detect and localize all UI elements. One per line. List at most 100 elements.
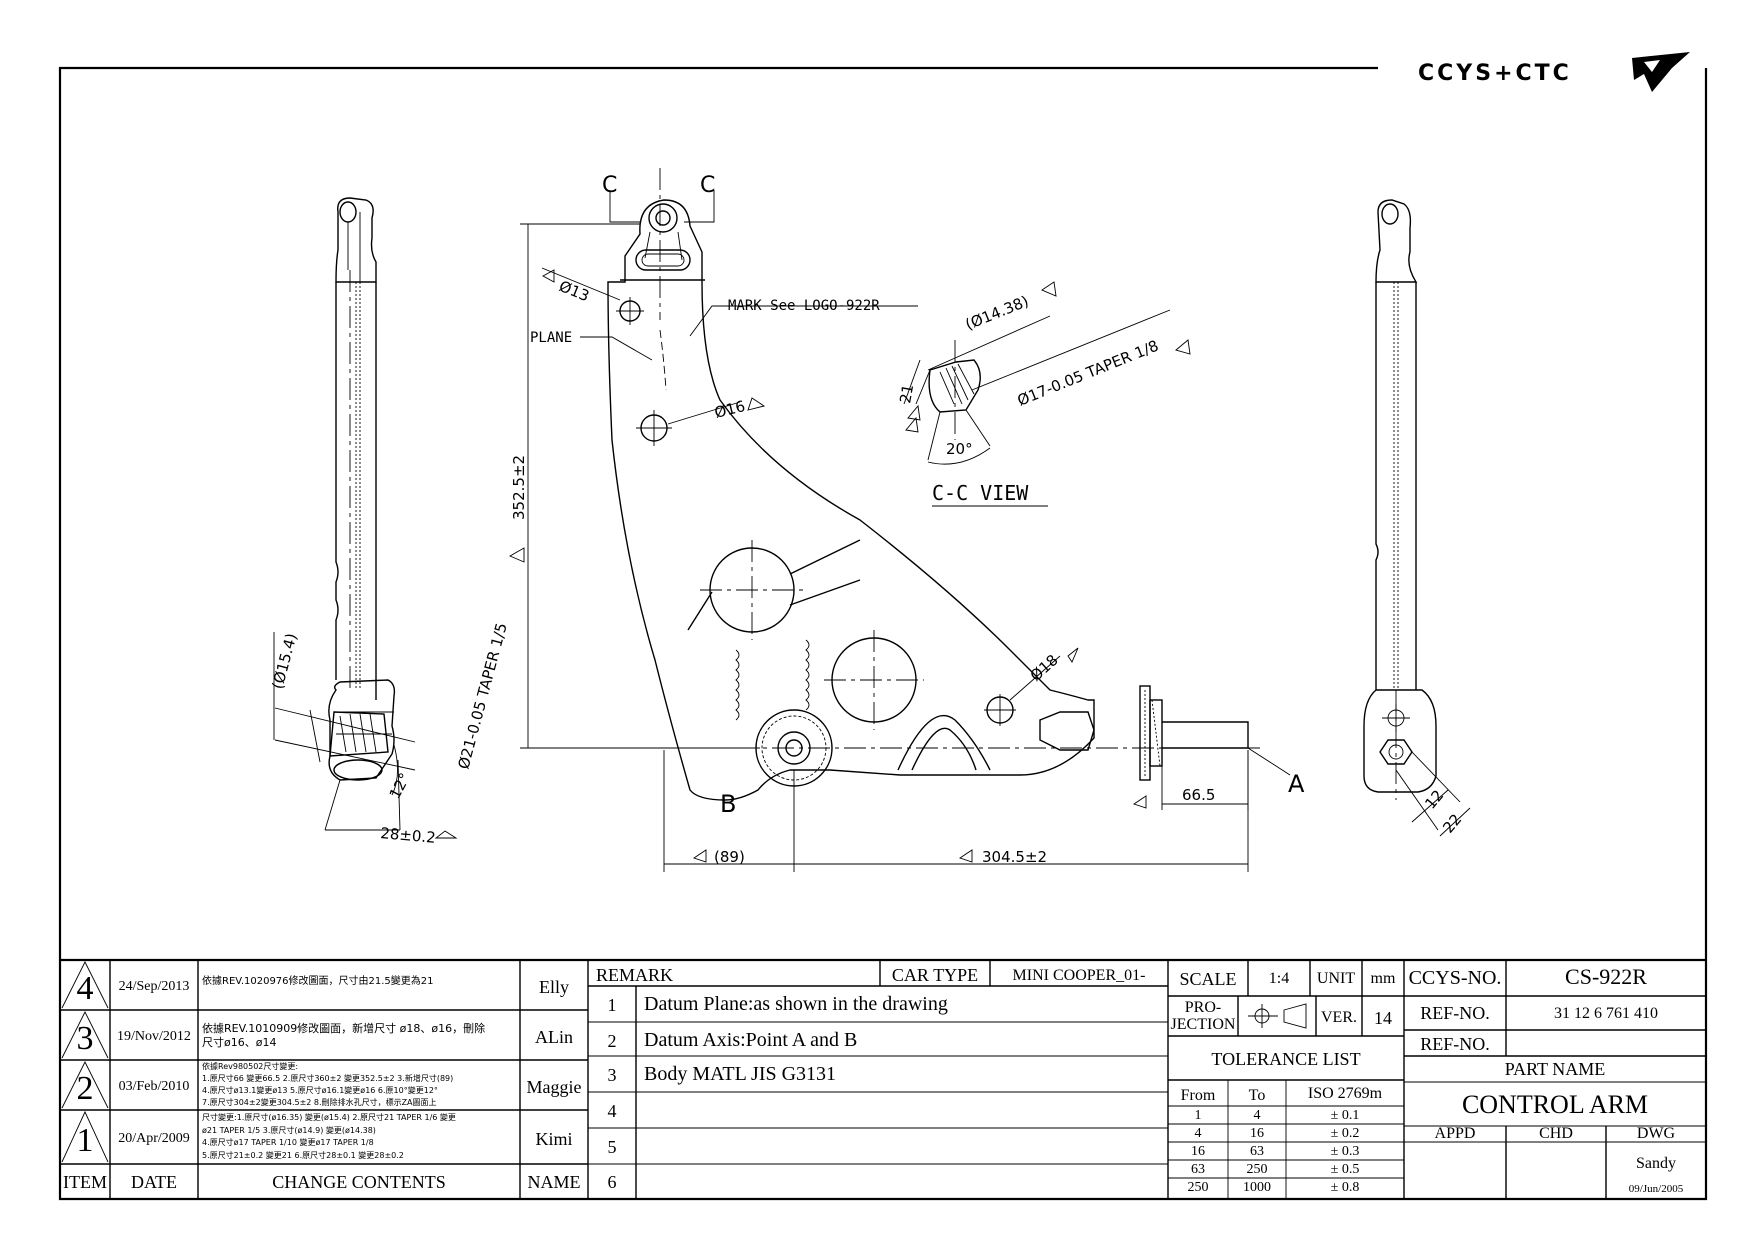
car-type-label: CAR TYPE [891, 965, 979, 985]
rev-content-4: 依據REV.1020976修改圖面，尺寸由21.5變更為21 [202, 976, 434, 987]
rev-num-2: 2 [76, 1070, 94, 1107]
dim-21: 21 [896, 383, 917, 405]
unit-label: UNIT [1316, 970, 1356, 987]
rev-date-3: 19/Nov/2012 [117, 1029, 191, 1044]
section-c-left: C [602, 173, 617, 198]
tol-r5-to: 1000 [1243, 1180, 1271, 1195]
tol-r5-from: 250 [1187, 1180, 1209, 1195]
logo-emblem-icon [1632, 52, 1690, 92]
dwg-label: DWG [1636, 1125, 1676, 1142]
tol-r2-to: 16 [1250, 1126, 1264, 1141]
point-a: A [1288, 770, 1305, 798]
dim-352-5: 352.5±2 [510, 455, 528, 520]
projection-label-2: JECTION [1170, 1016, 1236, 1033]
dwg-by: Sandy [1636, 1155, 1676, 1172]
dim-angle-20: 20° [946, 440, 973, 458]
mark-logo: MARK See LOGO-922R [728, 298, 880, 314]
rev-content-3: 依據REV.1010909修改圖面，新增尺寸 ø18、ø16，刪除 尺寸ø16、… [202, 1022, 486, 1049]
tol-r3-to: 63 [1250, 1144, 1264, 1159]
rev-content-2: 依據Rev980502尺寸變更: 1.原尺寸66 變更66.5 2.原尺寸360… [202, 1062, 454, 1107]
sheet-border [58, 66, 1708, 1201]
rev-name-2: Maggie [526, 1077, 582, 1097]
rev-header-date: DATE [131, 1172, 177, 1192]
rev-name-1: Kimi [535, 1129, 573, 1149]
section-c-right: C [700, 173, 715, 198]
remark-num-4: 4 [607, 1101, 617, 1121]
dim-taper-1-5: Ø21-0.05 TAPER 1/5 [454, 621, 510, 771]
remark-num-5: 5 [607, 1137, 617, 1157]
ccys-no-value: CS-922R [1565, 964, 1647, 989]
dim-89: (89) [714, 848, 745, 866]
tol-header-iso: ISO 2769m [1307, 1085, 1383, 1102]
dim-66-5: 66.5 [1182, 786, 1215, 804]
remark-num-3: 3 [607, 1065, 617, 1085]
left-side-view: (Ø15.4) Ø21-0.05 TAPER 1/5 12° 28±0.2 [268, 197, 511, 847]
rev-header-item: ITEM [63, 1172, 107, 1192]
rev-date-1: 20/Apr/2009 [118, 1131, 190, 1146]
scale-label: SCALE [1179, 969, 1237, 989]
tol-r4-to: 250 [1246, 1162, 1268, 1177]
part-name-value: CONTROL ARM [1461, 1090, 1649, 1119]
rev-content-1: 尺寸變更:1.原尺寸(ø16.35) 變更(ø15.4) 2.原尺寸21 TAP… [202, 1113, 456, 1160]
car-type-value: MINI COOPER_01- [1012, 967, 1146, 984]
ref-no-label-2: REF-NO. [1420, 1034, 1490, 1054]
unit-value: mm [1370, 970, 1396, 987]
tol-r3-tol: ± 0.3 [1330, 1144, 1360, 1159]
rev-num-3: 3 [76, 1020, 94, 1057]
tol-r3-from: 16 [1191, 1144, 1205, 1159]
dim-d13: Ø13 [557, 277, 592, 305]
point-b: B [720, 790, 736, 818]
remark-text-2: Datum Axis:Point A and B [644, 1029, 858, 1051]
title-block-grid [60, 958, 1706, 1199]
rev-date-4: 24/Sep/2013 [118, 979, 190, 994]
dwg-date: 09/Jun/2005 [1628, 1183, 1684, 1195]
rev-header-name: NAME [527, 1172, 581, 1192]
ref-no-label-1: REF-NO. [1420, 1003, 1490, 1023]
ref-no-value-1: 31 12 6 761 410 [1554, 1005, 1658, 1022]
main-front-view: C C A B MARK See LOGO-92 [508, 168, 1305, 872]
remark-num-6: 6 [607, 1172, 617, 1192]
tol-r1-tol: ± 0.1 [1330, 1108, 1360, 1123]
dim-28: 28±0.2 [380, 824, 437, 847]
ccys-no-label: CCYS-NO. [1408, 967, 1502, 989]
dim-angle-12: 12° [386, 770, 414, 802]
section-c-c-view: (Ø14.38) Ø17-0.05 TAPER 1/8 21 20° C-C V… [896, 281, 1191, 507]
tol-r1-from: 1 [1194, 1108, 1202, 1123]
tol-r1-to: 4 [1253, 1108, 1261, 1123]
scale-value: 1:4 [1268, 970, 1290, 987]
rev-header-change: CHANGE CONTENTS [272, 1172, 446, 1192]
tolerance-title: TOLERANCE LIST [1211, 1049, 1361, 1069]
tol-header-from: From [1180, 1087, 1216, 1104]
rev-date-2: 03/Feb/2010 [118, 1079, 190, 1094]
company-logo: CCYS+CTC [1418, 52, 1690, 92]
ver-label: VER. [1321, 1009, 1357, 1026]
projection-label-1: PRO- [1184, 999, 1222, 1016]
appd-label: APPD [1434, 1125, 1476, 1142]
tol-r5-tol: ± 0.8 [1330, 1180, 1360, 1195]
remark-num-2: 2 [607, 1031, 617, 1051]
remark-text-1: Datum Plane:as shown in the drawing [644, 993, 948, 1015]
plane-label: PLANE [530, 330, 572, 346]
dim-d14-38: (Ø14.38) [963, 292, 1031, 334]
logo-text: CCYS+CTC [1418, 61, 1572, 86]
c-c-view-title: C-C VIEW [932, 481, 1029, 505]
remark-label: REMARK [596, 965, 674, 985]
rev-name-3: ALin [535, 1027, 573, 1047]
rev-num-4: 4 [76, 970, 94, 1007]
tol-r4-tol: ± 0.5 [1330, 1162, 1360, 1177]
chd-label: CHD [1539, 1125, 1573, 1142]
part-name-label: PART NAME [1504, 1059, 1606, 1079]
tol-r2-from: 4 [1194, 1126, 1202, 1141]
remark-num-1: 1 [607, 995, 617, 1015]
dim-304-5: 304.5±2 [982, 848, 1047, 866]
tol-header-to: To [1248, 1087, 1266, 1104]
remark-text-3: Body MATL JIS G3131 [644, 1063, 837, 1085]
tol-r4-from: 63 [1191, 1162, 1205, 1177]
dim-taper-1-8: Ø17-0.05 TAPER 1/8 [1015, 337, 1161, 410]
rev-num-1: 1 [76, 1122, 94, 1159]
dim-d18: Ø18 [1027, 651, 1062, 685]
dim-d16: Ø16 [713, 397, 747, 422]
ver-value: 14 [1374, 1008, 1392, 1028]
tol-r2-tol: ± 0.2 [1330, 1126, 1360, 1141]
